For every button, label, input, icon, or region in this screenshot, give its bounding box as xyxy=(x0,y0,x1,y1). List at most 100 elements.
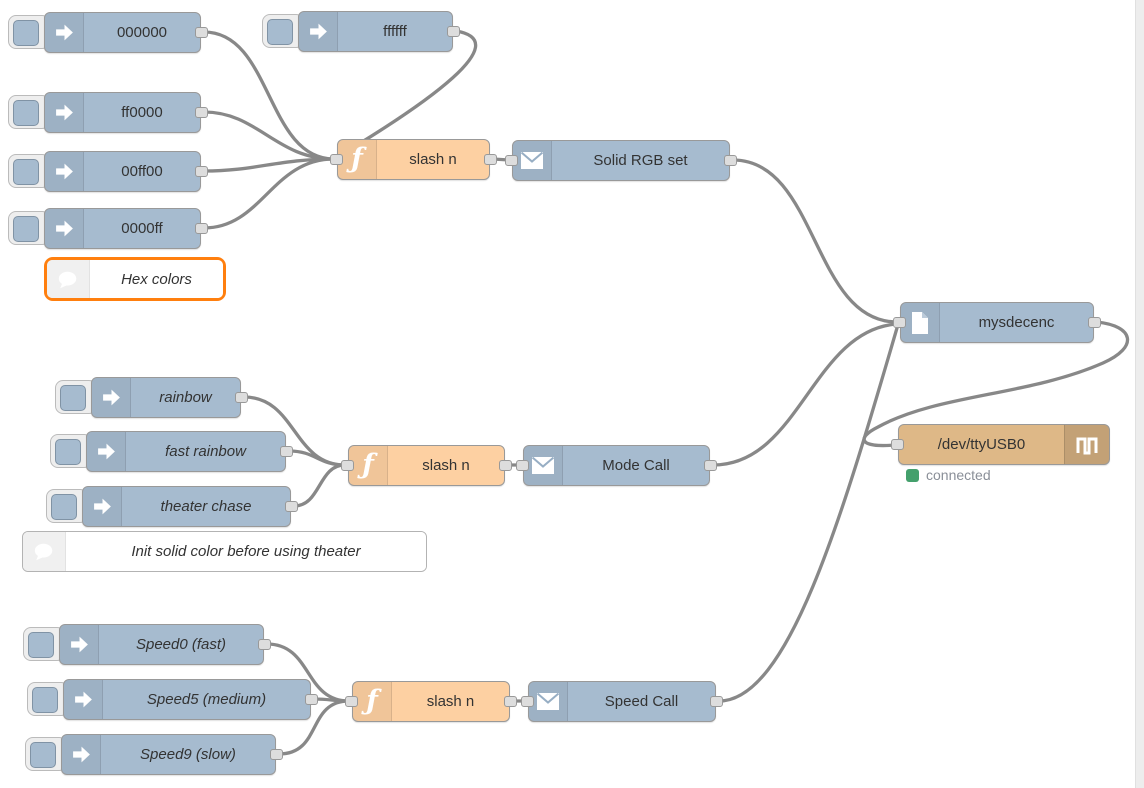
comment-init-note[interactable]: Init solid color before using theater xyxy=(22,531,427,572)
node-inject-theater-chase[interactable]: theater chase xyxy=(46,486,298,527)
inject-trigger-button[interactable] xyxy=(46,489,88,523)
node-label: slash n xyxy=(426,693,475,710)
output-port[interactable] xyxy=(195,27,208,38)
node-inject-0000ff[interactable]: 0000ff xyxy=(8,208,208,249)
inject-trigger-button[interactable] xyxy=(55,380,97,414)
inject-trigger-button[interactable] xyxy=(8,211,50,245)
wire-0000ff-to-slashn[interactable] xyxy=(202,157,336,230)
output-port[interactable] xyxy=(195,166,208,177)
node-function-slashn-1[interactable]: ƒ slash n xyxy=(330,139,497,180)
node-inject-speed5[interactable]: Speed5 (medium) xyxy=(27,679,318,720)
node-label: slash n xyxy=(422,457,470,474)
input-port[interactable] xyxy=(505,155,518,166)
node-serial-ttyusb0[interactable]: /dev/ttyUSB0 xyxy=(891,424,1110,465)
wire-modecall-to-encoder[interactable] xyxy=(711,322,899,467)
output-port[interactable] xyxy=(235,392,248,403)
envelope-icon xyxy=(529,682,568,721)
file-icon xyxy=(901,303,940,342)
node-inject-000000[interactable]: 000000 xyxy=(8,12,208,53)
output-port[interactable] xyxy=(504,696,517,707)
inject-arrow-icon xyxy=(60,625,99,664)
inject-arrow-icon xyxy=(62,735,101,774)
node-label: 0000ff xyxy=(121,220,163,237)
node-mode-call[interactable]: Mode Call xyxy=(516,445,717,486)
input-port[interactable] xyxy=(345,696,358,707)
inject-arrow-icon xyxy=(45,209,84,248)
node-label: /dev/ttyUSB0 xyxy=(937,436,1026,453)
inject-trigger-button[interactable] xyxy=(27,682,69,716)
inject-trigger-button[interactable] xyxy=(50,434,92,468)
node-mysdecenc[interactable]: mysdecenc xyxy=(893,302,1101,343)
output-port[interactable] xyxy=(710,696,723,707)
node-status: connected xyxy=(906,467,991,483)
wire-fastrainbow-to-slashn2[interactable] xyxy=(287,449,347,467)
input-port[interactable] xyxy=(893,317,906,328)
inject-arrow-icon xyxy=(64,680,103,719)
node-inject-speed0[interactable]: Speed0 (fast) xyxy=(23,624,271,665)
node-label: theater chase xyxy=(160,498,252,515)
wire-000000-to-slashn[interactable] xyxy=(202,30,336,161)
output-port[interactable] xyxy=(484,154,497,165)
node-solid-rgb-set[interactable]: Solid RGB set xyxy=(505,140,737,181)
inject-trigger-button[interactable] xyxy=(8,154,50,188)
node-inject-ff0000[interactable]: ff0000 xyxy=(8,92,208,133)
function-icon: ƒ xyxy=(349,446,388,485)
inject-arrow-icon xyxy=(45,13,84,52)
comment-label: Init solid color before using theater xyxy=(66,532,426,571)
node-label: Speed5 (medium) xyxy=(146,691,267,708)
node-label: mysdecenc xyxy=(978,314,1055,331)
wire-theaterchase-to-slashn2[interactable] xyxy=(292,463,347,508)
node-label: slash n xyxy=(409,151,457,168)
output-port[interactable] xyxy=(285,501,298,512)
wire-speedcall-to-encoder[interactable] xyxy=(717,326,899,703)
input-port[interactable] xyxy=(516,460,529,471)
status-text: connected xyxy=(926,467,991,483)
inject-trigger-button[interactable] xyxy=(8,95,50,129)
square-wave-icon xyxy=(1064,425,1109,464)
inject-trigger-button[interactable] xyxy=(262,14,304,48)
output-port[interactable] xyxy=(195,223,208,234)
inject-arrow-icon xyxy=(45,93,84,132)
output-port[interactable] xyxy=(724,155,737,166)
node-inject-00ff00[interactable]: 00ff00 xyxy=(8,151,208,192)
input-port[interactable] xyxy=(330,154,343,165)
inject-arrow-icon xyxy=(87,432,126,471)
node-label: Speed Call xyxy=(604,693,679,710)
output-port[interactable] xyxy=(704,460,717,471)
node-inject-rainbow[interactable]: rainbow xyxy=(55,377,248,418)
node-inject-fast-rainbow[interactable]: fast rainbow xyxy=(50,431,293,472)
wire-encoder-to-serial[interactable] xyxy=(862,320,1130,448)
output-port[interactable] xyxy=(305,694,318,705)
status-connected-dot xyxy=(906,468,919,482)
speech-bubble-icon xyxy=(23,532,66,571)
inject-arrow-icon xyxy=(92,378,131,417)
output-port[interactable] xyxy=(195,107,208,118)
wire-ffffff-to-slashn[interactable] xyxy=(332,29,478,161)
node-speed-call[interactable]: Speed Call xyxy=(521,681,723,722)
input-port[interactable] xyxy=(521,696,534,707)
output-port[interactable] xyxy=(258,639,271,650)
output-port[interactable] xyxy=(499,460,512,471)
comment-hex-colors[interactable]: Hex colors xyxy=(44,257,226,301)
node-label: Speed9 (slow) xyxy=(140,746,236,763)
node-function-slashn-3[interactable]: ƒ slash n xyxy=(345,681,517,722)
output-port[interactable] xyxy=(280,446,293,457)
wire-speed0-to-slashn3[interactable] xyxy=(265,642,351,703)
output-port[interactable] xyxy=(270,749,283,760)
node-label: rainbow xyxy=(159,389,212,406)
wire-ff0000-to-slashn[interactable] xyxy=(202,110,336,161)
wire-speed9-to-slashn3[interactable] xyxy=(277,699,351,756)
canvas-right-edge xyxy=(1135,0,1144,788)
node-inject-ffffff[interactable]: ffffff xyxy=(262,11,460,52)
wire-solidrgb-to-encoder[interactable] xyxy=(731,158,899,324)
speech-bubble-icon xyxy=(47,260,90,298)
node-label: Mode Call xyxy=(602,457,670,474)
input-port[interactable] xyxy=(341,460,354,471)
inject-trigger-button[interactable] xyxy=(8,15,50,49)
node-function-slashn-2[interactable]: ƒ slash n xyxy=(341,445,512,486)
node-inject-speed9[interactable]: Speed9 (slow) xyxy=(25,734,283,775)
input-port[interactable] xyxy=(891,439,904,450)
output-port[interactable] xyxy=(447,26,460,37)
output-port[interactable] xyxy=(1088,317,1101,328)
